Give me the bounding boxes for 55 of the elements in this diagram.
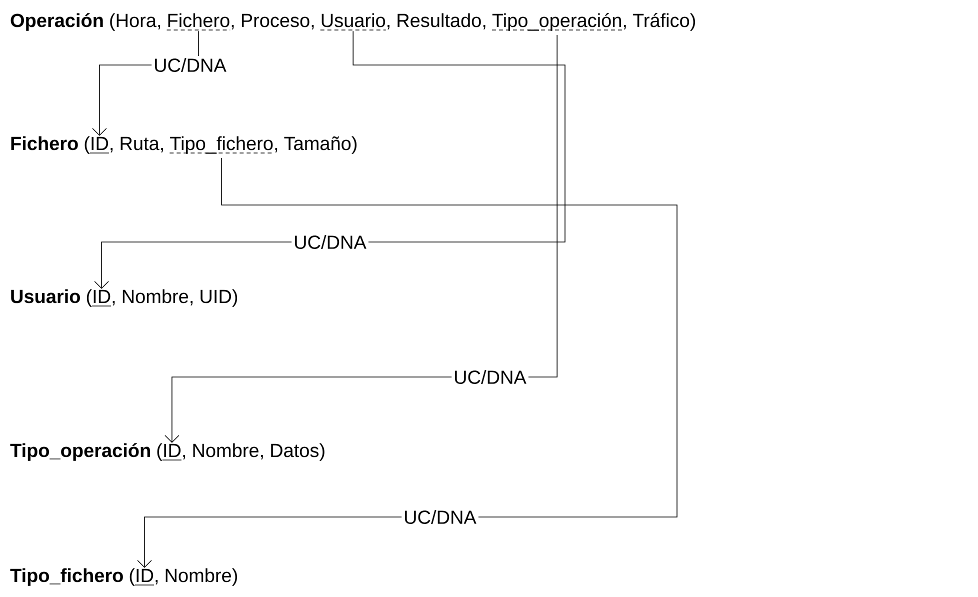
punctuation: , (312, 24, 314, 30)
attribute-name: Nombre (166, 568, 231, 582)
edge-label: UC/DNA (292, 233, 368, 251)
attribute-name: Nombre (193, 443, 258, 458)
punctuation: , (261, 454, 263, 460)
edge-label: UC/DNA (152, 56, 228, 74)
relation-name: Operación (10, 13, 103, 31)
attribute-name: ID (134, 568, 154, 586)
punctuation: , (275, 148, 278, 152)
punctuation: , (161, 148, 163, 152)
punctuation: , (483, 24, 486, 30)
punctuation: ) (690, 13, 696, 31)
punctuation: , (112, 300, 115, 306)
connector-arrow (137, 158, 678, 568)
attribute-name: Tipo_fichero (169, 136, 274, 154)
attribute-name: UID (200, 290, 232, 304)
relation-name: Usuario (11, 289, 80, 304)
attribute-name: Ruta (120, 136, 160, 150)
attribute-name: Usuario (320, 13, 386, 30)
attribute-name: Datos (271, 444, 319, 458)
connector-arrow (94, 30, 566, 289)
punctuation: ( (86, 289, 92, 307)
connector-arrow (164, 34, 558, 443)
relation-name: Fichero (11, 136, 78, 150)
attribute-name: Tipo_operación (492, 13, 623, 31)
punctuation: ( (84, 136, 90, 154)
punctuation: , (190, 300, 192, 306)
attribute-name: Proceso (242, 14, 310, 28)
attribute-name: ID (162, 444, 182, 460)
punctuation: ) (319, 443, 324, 461)
punctuation: ) (232, 568, 237, 586)
edge-label: UC/DNA (402, 508, 478, 526)
punctuation: , (624, 24, 626, 30)
punctuation: , (110, 148, 113, 152)
attribute-name: Tamaño (284, 136, 351, 150)
punctuation: ( (110, 13, 116, 31)
punctuation: , (232, 24, 234, 30)
attribute-name: Hora (116, 14, 156, 28)
punctuation: ( (130, 568, 135, 586)
edge-label: UC/DNA (452, 368, 528, 386)
punctuation: , (388, 24, 390, 30)
attribute-name: ID (92, 290, 112, 306)
attribute-name: Tráfico (632, 13, 690, 28)
punctuation: ) (351, 136, 357, 154)
attribute-name: Fichero (166, 13, 230, 30)
punctuation: , (158, 24, 160, 30)
punctuation: , (156, 580, 158, 584)
attribute-name: Resultado (398, 13, 481, 28)
punctuation: , (183, 454, 186, 460)
relation-name: Tipo_operación (10, 443, 150, 461)
punctuation: ) (232, 289, 238, 307)
attribute-name: Nombre (122, 289, 188, 304)
attribute-name: ID (90, 136, 110, 154)
punctuation: ( (157, 443, 162, 461)
relation-name: Tipo_fichero (10, 568, 123, 586)
